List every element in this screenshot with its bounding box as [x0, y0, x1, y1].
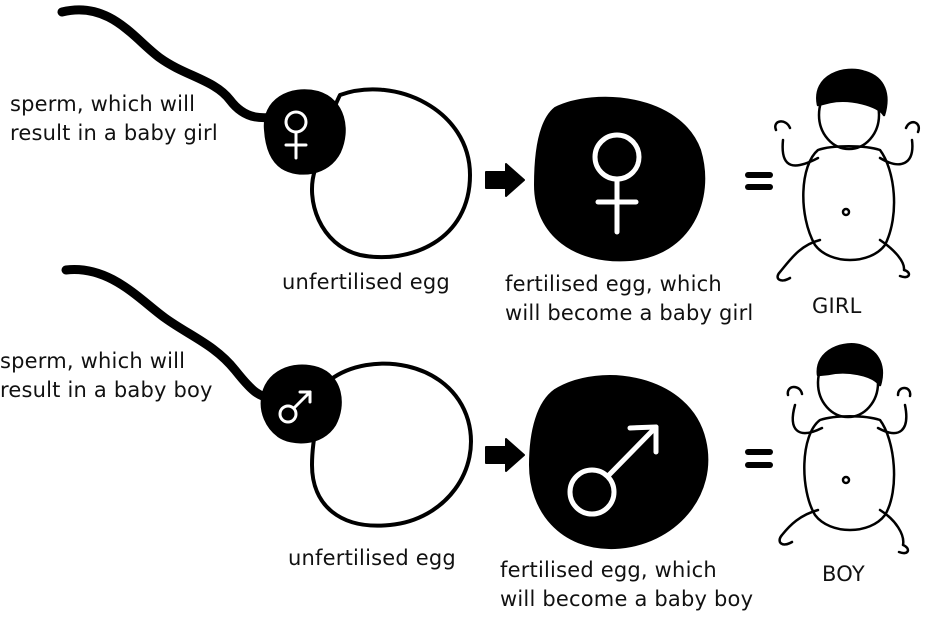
baby-label-boy: BOY: [822, 560, 865, 589]
fertilised-egg-label-girl: fertilised egg, which will become a baby…: [505, 270, 753, 328]
unfertilised-egg-label-boy: unfertilised egg: [288, 544, 456, 573]
baby-boy-left-leg: [780, 510, 818, 544]
baby-label-girl: GIRL: [812, 292, 862, 321]
baby-girl-body: [803, 146, 894, 260]
baby-girl-left-leg: [778, 240, 820, 280]
baby-girl-navel: [843, 209, 849, 215]
equals-sign-girl: [748, 175, 770, 187]
fertilised-egg-label-boy: fertilised egg, which will become a baby…: [500, 556, 753, 614]
baby-boy-illustration: [780, 344, 911, 553]
sperm-label-girl: sperm, which will result in a baby girl: [10, 90, 218, 148]
arrow-right-girl: [486, 164, 524, 196]
equals-sign-boy: [748, 452, 770, 465]
baby-boy-left-arm: [788, 387, 822, 433]
baby-boy-navel: [843, 477, 849, 483]
sperm-head-girl: [265, 90, 345, 173]
baby-boy-body: [804, 416, 894, 530]
sperm-label-boy: sperm, which will result in a baby boy: [0, 347, 213, 405]
unfertilised-egg-label-girl: unfertilised egg: [282, 268, 450, 297]
baby-girl-illustration: [775, 70, 919, 281]
sperm-head-boy: [262, 366, 341, 443]
arrow-right-boy: [486, 439, 524, 471]
